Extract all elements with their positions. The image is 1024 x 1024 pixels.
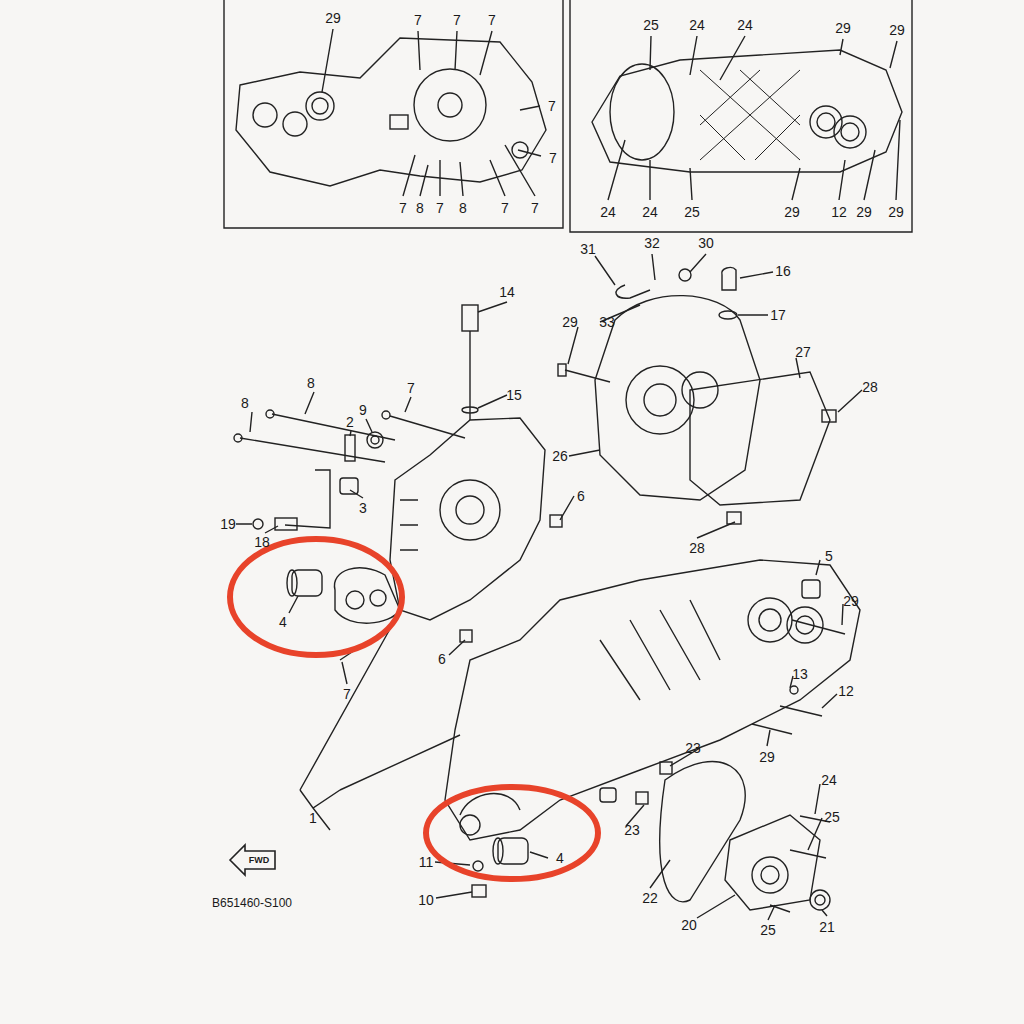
callout-number: 10 <box>418 893 434 907</box>
callout-number: 7 <box>501 201 509 215</box>
callout-number: 29 <box>843 594 859 608</box>
callout-number: 15 <box>506 388 522 402</box>
callout-number: 25 <box>643 18 659 32</box>
callout-number: 24 <box>689 18 705 32</box>
callout-number: 25 <box>684 205 700 219</box>
callout-number: 24 <box>737 18 753 32</box>
callout-number: 22 <box>642 891 658 905</box>
callout-number: 29 <box>759 750 775 764</box>
crankcase-outline <box>236 38 546 186</box>
callout-number: 7 <box>414 13 422 27</box>
callout-number: 7 <box>488 13 496 27</box>
callout-number: 9 <box>359 403 367 417</box>
callout-number: 25 <box>824 810 840 824</box>
callout-number: 16 <box>775 264 791 278</box>
callout-number: 24 <box>600 205 616 219</box>
callout-number: 30 <box>698 236 714 250</box>
gasket <box>690 372 830 505</box>
callout-number: 29 <box>856 205 872 219</box>
callout-number: 12 <box>838 684 854 698</box>
callout-number: 7 <box>343 687 351 701</box>
callout-number: 23 <box>624 823 640 837</box>
callout-number: 27 <box>795 345 811 359</box>
callout-number: 23 <box>685 741 701 755</box>
gasket <box>660 761 745 901</box>
callout-number: 7 <box>531 201 539 215</box>
callout-number: 13 <box>792 667 808 681</box>
callout-number: 29 <box>835 21 851 35</box>
callout-number: 17 <box>770 308 786 322</box>
callout-number: 14 <box>499 285 515 299</box>
callout-number: 4 <box>556 851 564 865</box>
fwd-arrow <box>230 845 275 875</box>
crankcase-half <box>390 418 545 620</box>
callout-number: 6 <box>577 489 585 503</box>
engine-cover <box>595 296 760 500</box>
callout-number: 8 <box>459 201 467 215</box>
callout-number: 8 <box>416 201 424 215</box>
callout-number: 7 <box>436 201 444 215</box>
callout-number: 7 <box>549 151 557 165</box>
direction-label: FWD <box>249 856 270 865</box>
callout-number: 2 <box>346 415 354 429</box>
callout-number: 21 <box>819 920 835 934</box>
callout-number: 29 <box>562 315 578 329</box>
highlight-circle <box>230 539 402 655</box>
callout-number: 28 <box>689 541 705 555</box>
callout-number: 12 <box>831 205 847 219</box>
callout-number: 18 <box>254 535 270 549</box>
callout-number: 29 <box>889 23 905 37</box>
callout-number: 28 <box>862 380 878 394</box>
callout-number: 29 <box>325 11 341 25</box>
callout-number: 7 <box>453 13 461 27</box>
callout-number: 26 <box>552 449 568 463</box>
callout-number: 8 <box>241 396 249 410</box>
callout-number: 3 <box>359 501 367 515</box>
callout-number: 33 <box>599 315 615 329</box>
drawing-code: B651460-S100 <box>212 897 292 909</box>
callout-number: 7 <box>548 99 556 113</box>
callout-number: 11 <box>419 855 434 869</box>
callout-number: 24 <box>642 205 658 219</box>
callout-number: 24 <box>821 773 837 787</box>
highlight-circle <box>426 787 598 879</box>
callout-number: 29 <box>784 205 800 219</box>
callout-number: 7 <box>407 381 415 395</box>
inset-frame <box>570 0 912 232</box>
callout-number: 19 <box>220 517 236 531</box>
callout-number: 32 <box>644 236 660 250</box>
cover <box>725 815 820 910</box>
callout-number: 4 <box>279 615 287 629</box>
crankcase-half <box>445 560 860 840</box>
crankcase-outline <box>592 50 902 172</box>
callout-number: 6 <box>438 652 446 666</box>
callout-number: 1 <box>309 811 317 825</box>
callout-number: 31 <box>580 242 596 256</box>
callout-number: 25 <box>760 923 776 937</box>
callout-number: 20 <box>681 918 697 932</box>
callout-number: 7 <box>399 201 407 215</box>
inset-frame <box>224 0 563 228</box>
callout-number: 8 <box>307 376 315 390</box>
callout-number: 29 <box>888 205 904 219</box>
callout-number: 5 <box>825 549 833 563</box>
